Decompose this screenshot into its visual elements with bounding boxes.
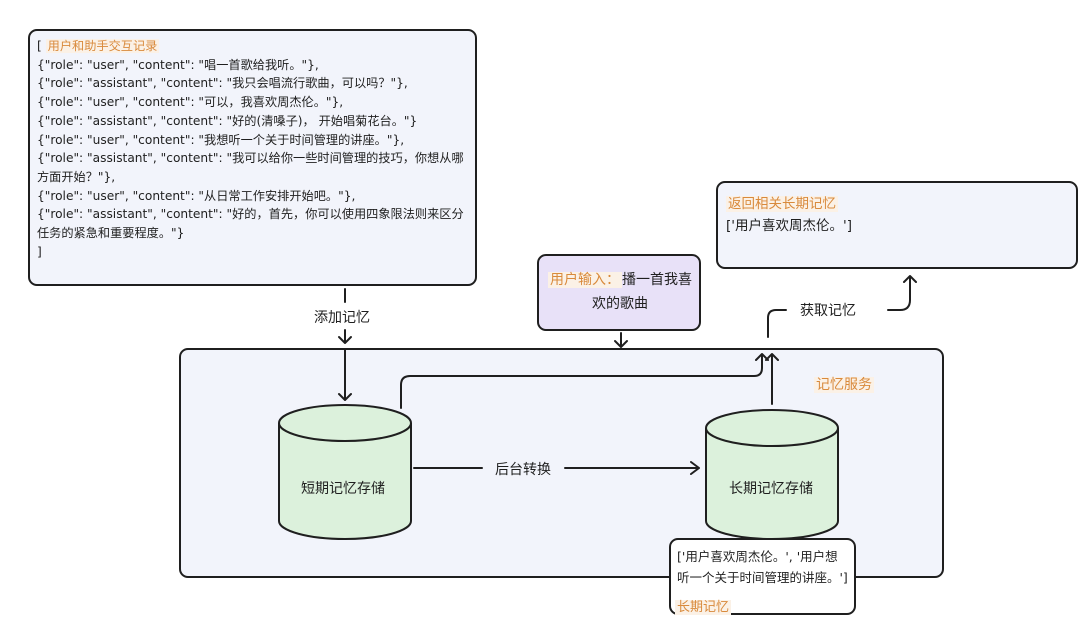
user-input-arrow [614, 332, 628, 348]
history-line: {"role": "assistant", "content": "好的，首先，… [37, 207, 464, 241]
history-line: {"role": "assistant", "content": "我可以给你一… [37, 151, 464, 184]
fetch-memory-arrow [767, 309, 787, 338]
add-memory-arrow-head [338, 329, 352, 344]
history-line: {"role": "assistant", "content": "我只会唱流行… [37, 76, 408, 91]
conversation-history-box: [ 用户和助手交互记录 {"role": "user", "content": … [28, 29, 477, 286]
long-term-storage-label: 长期记忆存储 [729, 481, 813, 497]
history-line: {"role": "user", "content": "唱一首歌给我听。"}, [37, 57, 319, 72]
history-title: 用户和助手交互记录 [45, 39, 160, 53]
user-input-box: 用户输入：播一首我喜欢的歌曲 [537, 254, 701, 331]
history-line: {"role": "user", "content": "可以，我喜欢周杰伦。"… [37, 95, 344, 110]
open-bracket: [ [37, 39, 42, 53]
fetch-memory-arrow-end [887, 275, 917, 311]
user-input-text: 播一首我喜欢的歌曲 [592, 272, 692, 312]
convert-label: 后台转换 [495, 462, 551, 478]
history-line: {"role": "user", "content": "从日常工作安排开始吧。… [37, 188, 356, 203]
returned-memory-box: 返回相关长期记忆 ['用户喜欢周杰伦。'] [716, 181, 1078, 269]
add-memory-label: 添加记忆 [314, 310, 370, 326]
memory-service-title: 记忆服务 [814, 377, 874, 393]
result-value: ['用户喜欢周杰伦。'] [726, 218, 852, 234]
history-line: {"role": "assistant", "content": "好的(清嗓子… [37, 113, 418, 128]
history-header: [ 用户和助手交互记录 [37, 37, 469, 56]
fetch-memory-label: 获取记忆 [800, 303, 856, 319]
long-term-memory-title: 长期记忆 [675, 600, 732, 615]
long-term-memory-value: ['用户喜欢周杰伦。', '用户想听一个关于时间管理的讲座。'] [677, 549, 848, 585]
result-title: 返回相关长期记忆 [726, 196, 838, 212]
close-bracket: ] [37, 244, 42, 259]
history-line: {"role": "user", "content": "我想听一个关于时间管理… [37, 132, 405, 147]
user-input-label: 用户输入： [548, 272, 622, 288]
short-term-storage-label: 短期记忆存储 [301, 481, 385, 497]
